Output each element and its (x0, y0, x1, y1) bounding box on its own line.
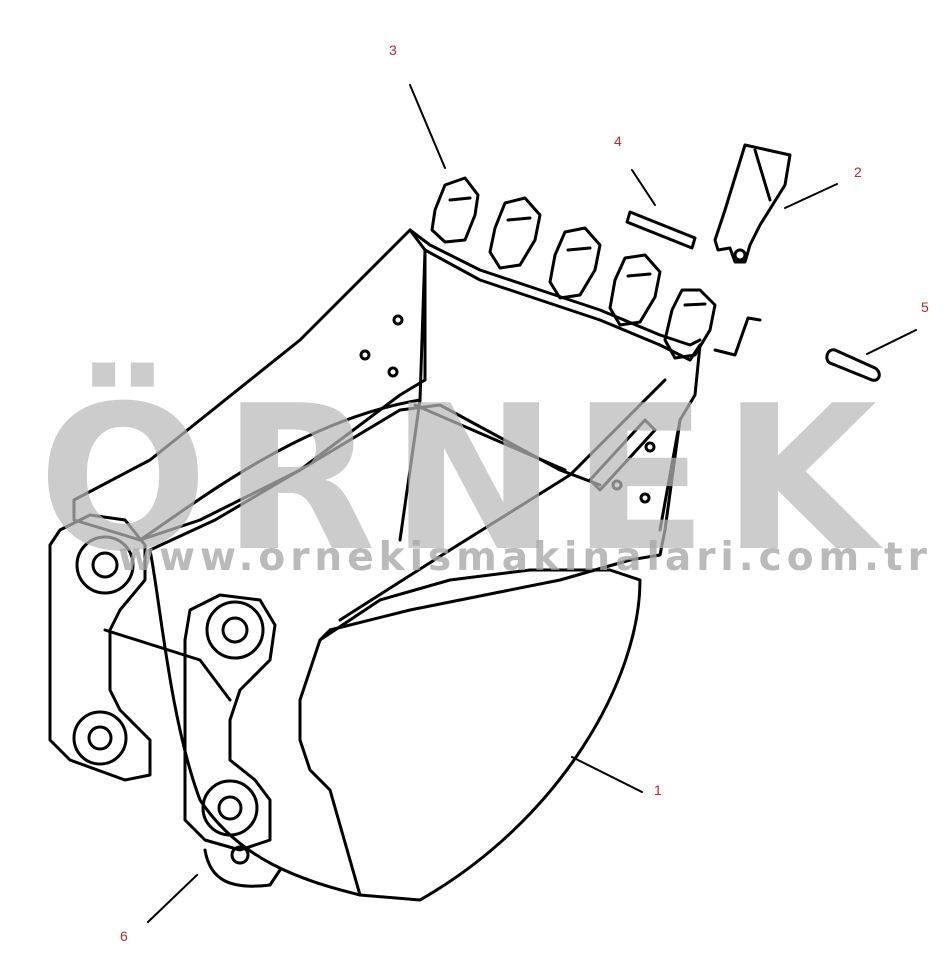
side-cutter-link (713, 316, 762, 357)
tooth-adapter (713, 143, 792, 264)
right-upper-pin-boss (205, 600, 265, 660)
left-side-plate-inner-edge (398, 248, 427, 542)
plate-hole-2 (359, 349, 371, 361)
left-hinge-plate (48, 513, 152, 782)
tooth-adapter-slot (753, 148, 772, 202)
bucket-shell (318, 568, 642, 902)
lower-lug-hole (230, 845, 250, 865)
leader-line-5 (866, 329, 917, 355)
bucket-floor-line (413, 403, 567, 472)
callout-6: 6 (120, 928, 128, 944)
bucket-shell-back (148, 548, 362, 897)
callout-2: 2 (854, 164, 862, 180)
retaining-pin (825, 348, 881, 382)
leader-line-6 (147, 874, 198, 923)
tooth-1 (430, 176, 480, 244)
plate-hole-1 (392, 314, 404, 326)
right-side-plate (298, 343, 702, 792)
wear-strip (588, 418, 657, 492)
right-upper-pin-hole (221, 616, 249, 644)
callout-3: 3 (389, 42, 397, 58)
watermark-url: www.ornekismakinalari.com.tr (118, 535, 932, 580)
right-lower-pin-hole (217, 795, 243, 821)
watermark-brand: ÖRNEK (38, 363, 892, 596)
callout-4: 4 (614, 133, 622, 149)
leader-line-2 (784, 183, 838, 209)
left-upper-pin-boss (75, 535, 135, 595)
leader-line-1 (571, 756, 643, 793)
bucket-inner-floor (138, 398, 422, 542)
lower-lug (203, 848, 282, 888)
right-side-plate-edge (338, 378, 667, 622)
tooth-4 (608, 253, 662, 327)
tooth-adapter-eye (733, 248, 747, 262)
tooth-2 (488, 196, 542, 270)
leader-line-3 (409, 84, 446, 169)
callout-1: 1 (654, 782, 662, 798)
cutting-lip (408, 228, 702, 347)
plate-hole-4 (644, 441, 656, 453)
leader-line-4 (631, 169, 656, 206)
tooth-3 (548, 226, 602, 300)
plate-hole-5 (611, 479, 623, 491)
cutting-lip-lower (423, 248, 692, 362)
callout-5: 5 (921, 299, 929, 315)
left-upper-pin-hole (91, 551, 119, 579)
lock-bar (625, 210, 697, 250)
left-lower-pin-boss (72, 710, 128, 766)
right-lower-pin-boss (201, 779, 259, 837)
plate-hole-6 (639, 492, 651, 504)
right-hinge-plate (183, 593, 277, 852)
plate-hole-3 (387, 366, 399, 378)
left-side-plate (72, 228, 427, 542)
left-lower-pin-hole (87, 725, 113, 751)
right-side-plate-rail (658, 418, 682, 532)
bucket-back-edge (148, 403, 602, 552)
left-hinge-rib (103, 628, 232, 702)
tooth-5 (663, 288, 717, 360)
